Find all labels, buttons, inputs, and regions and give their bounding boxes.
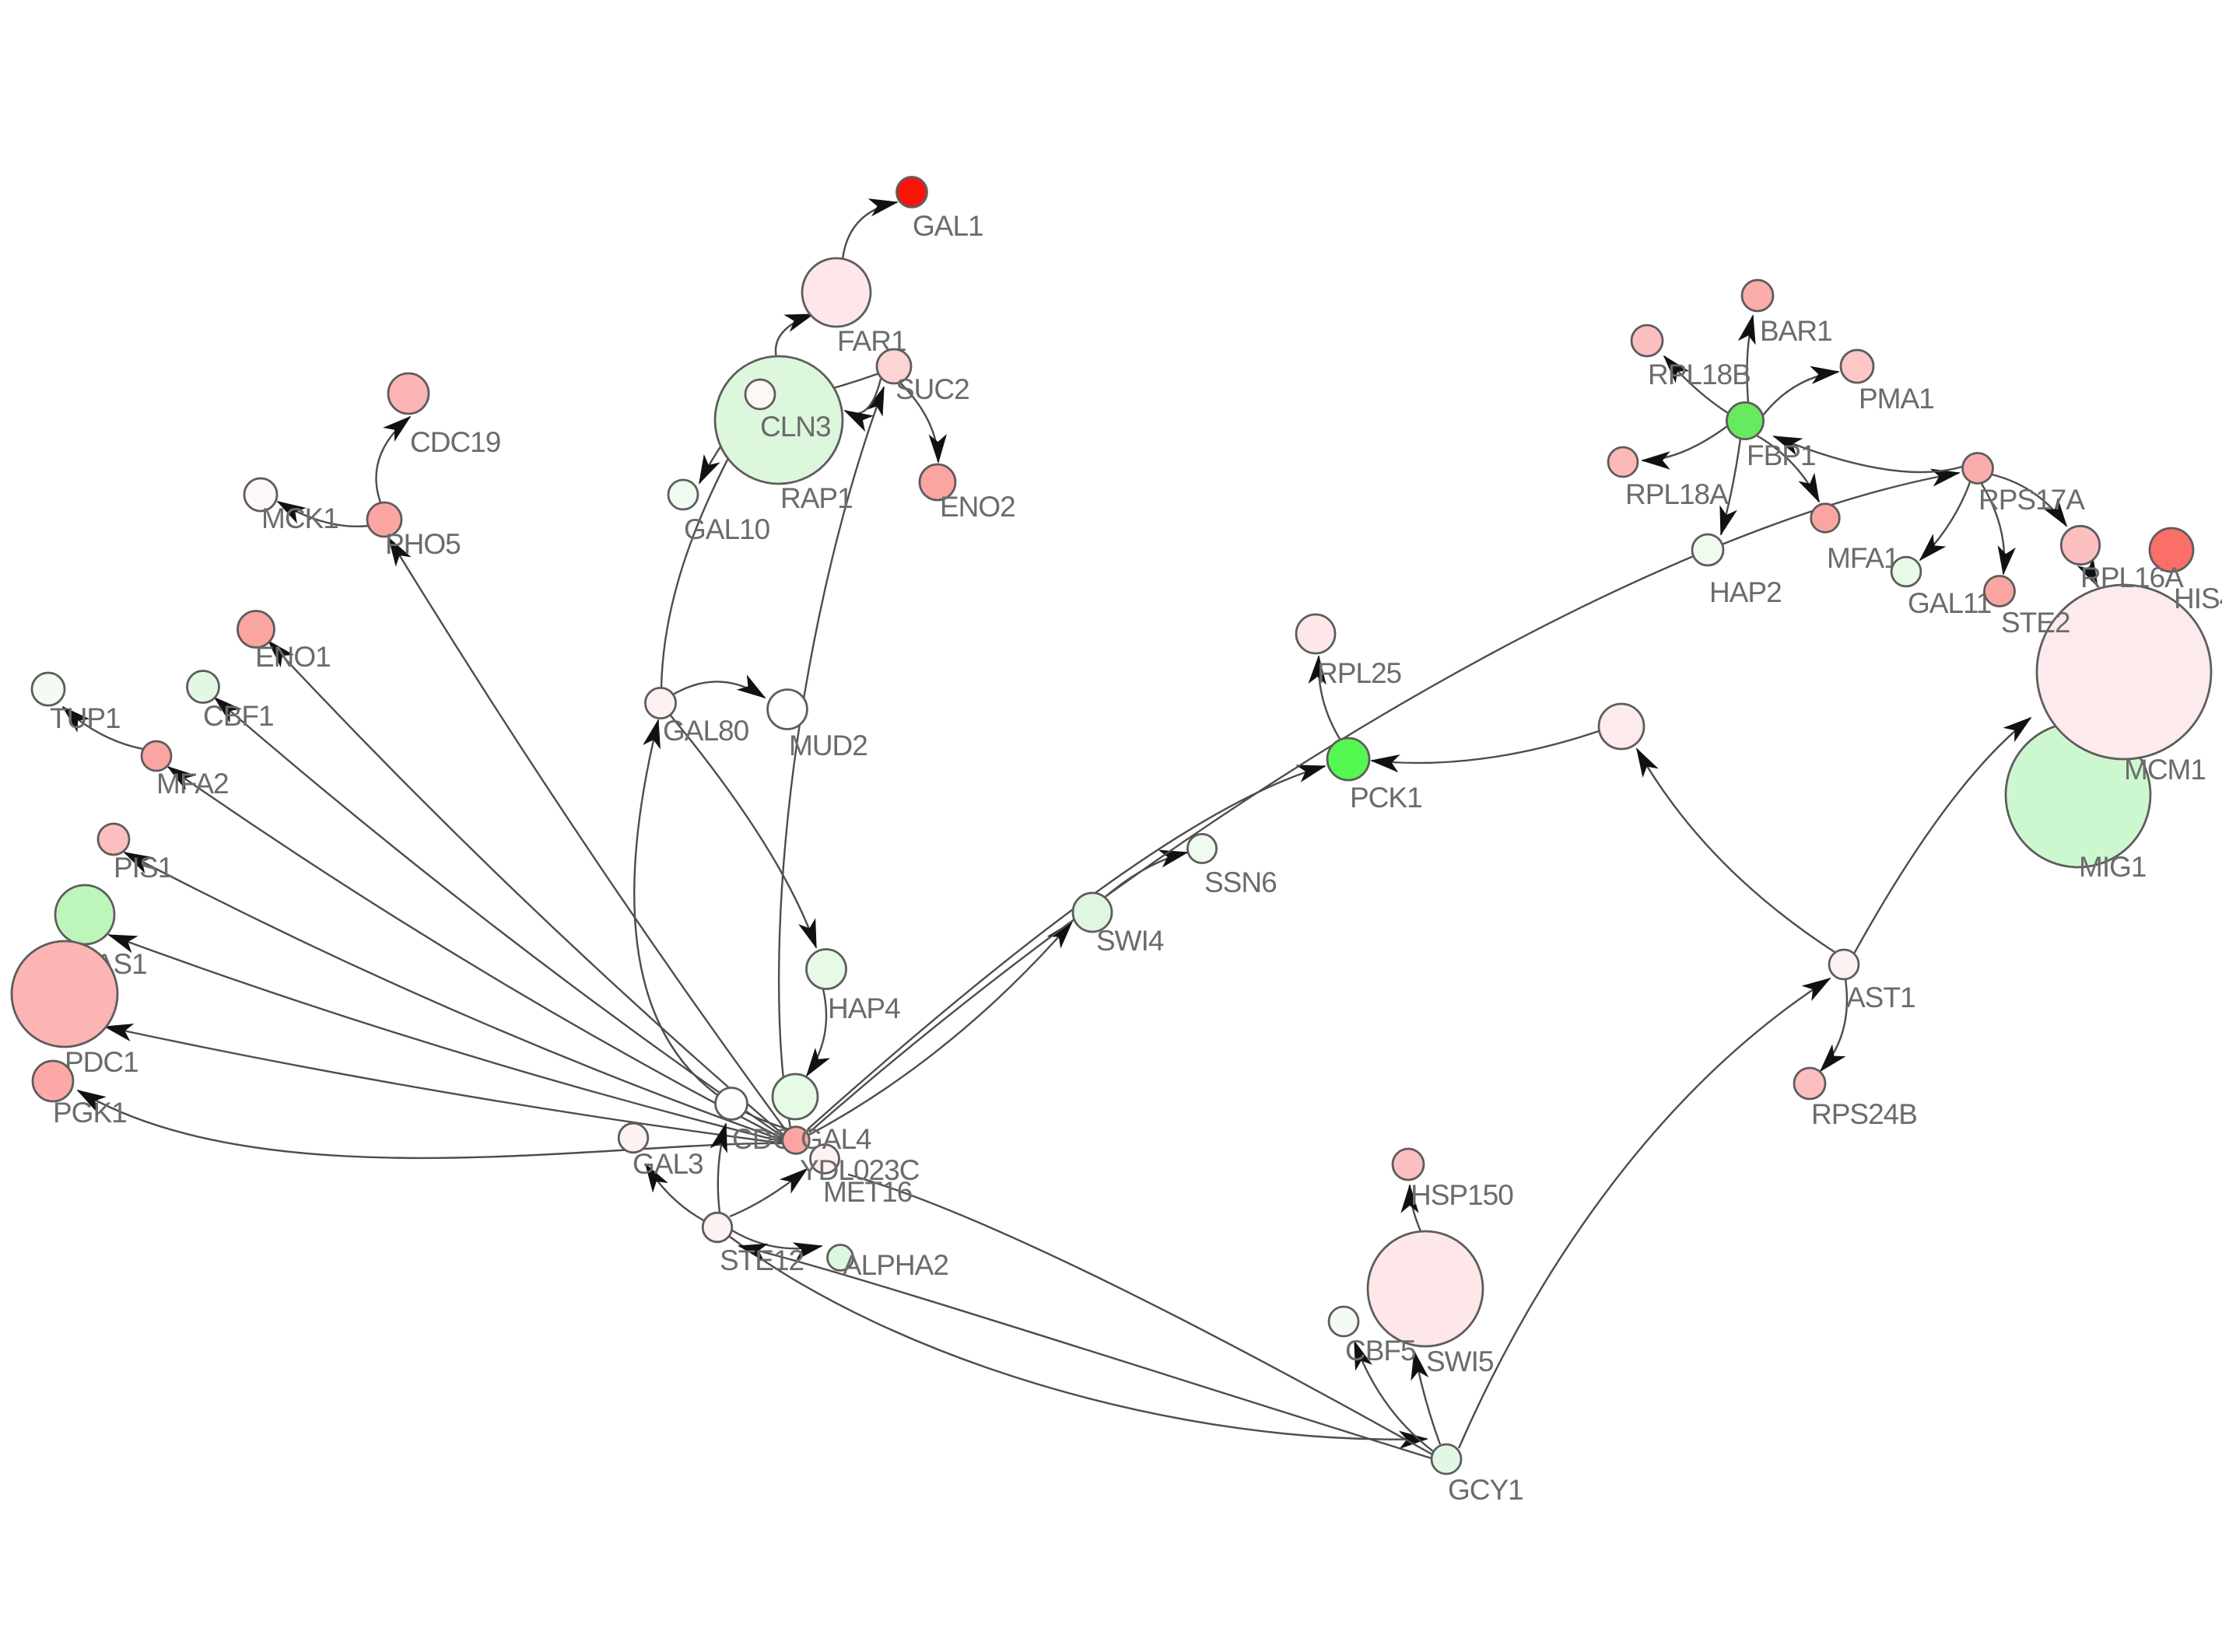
svg-text:HAP2: HAP2	[1709, 576, 1782, 608]
svg-text:GCY1: GCY1	[1448, 1474, 1523, 1506]
svg-text:HIS4: HIS4	[2174, 583, 2222, 614]
svg-text:ENO1: ENO1	[255, 641, 331, 673]
svg-text:GAL4: GAL4	[801, 1123, 871, 1155]
svg-text:PGK1: PGK1	[53, 1097, 127, 1129]
svg-text:CBF5: CBF5	[1345, 1335, 1416, 1367]
svg-text:PDC1: PDC1	[65, 1046, 138, 1078]
svg-text:ENO2: ENO2	[940, 491, 1015, 523]
svg-text:SUC2: SUC2	[895, 373, 969, 405]
svg-text:GAL10: GAL10	[684, 513, 770, 545]
svg-text:RPL25: RPL25	[1317, 657, 1402, 689]
svg-text:TUP1: TUP1	[50, 702, 121, 734]
svg-text:RAP1: RAP1	[780, 482, 853, 514]
svg-text:MFA1: MFA1	[1827, 542, 1899, 574]
svg-text:GAL3: GAL3	[633, 1148, 703, 1180]
svg-text:ALPHA2: ALPHA2	[843, 1249, 948, 1281]
svg-text:GAL80: GAL80	[663, 715, 749, 747]
svg-text:SWI5: SWI5	[1426, 1346, 1494, 1377]
svg-text:HAP4: HAP4	[828, 992, 900, 1024]
svg-text:STE2: STE2	[2001, 607, 2070, 639]
svg-text:HSP150: HSP150	[1411, 1179, 1513, 1211]
svg-text:FBP1: FBP1	[1747, 439, 1816, 471]
svg-text:MCM1: MCM1	[2124, 754, 2206, 786]
svg-text:SSN6: SSN6	[1204, 866, 1277, 898]
svg-text:CLN3: CLN3	[760, 411, 831, 443]
svg-text:MET16: MET16	[823, 1176, 912, 1208]
svg-text:MCK1: MCK1	[261, 502, 338, 534]
svg-text:RPL18A: RPL18A	[1625, 478, 1729, 510]
svg-text:RPS24B: RPS24B	[1811, 1098, 1917, 1130]
svg-text:PHO5: PHO5	[385, 528, 461, 560]
svg-text:YDL023C: YDL023C	[800, 1154, 920, 1186]
svg-text:RPL16A: RPL16A	[2080, 562, 2184, 593]
svg-text:BAR1: BAR1	[1760, 315, 1832, 347]
svg-text:GAL1: GAL1	[913, 210, 983, 242]
svg-text:AST1: AST1	[1846, 982, 1915, 1013]
svg-text:RPL18B: RPL18B	[1648, 359, 1751, 390]
svg-text:GAL11: GAL11	[1908, 587, 1991, 619]
svg-text:STE12: STE12	[720, 1244, 804, 1276]
svg-text:CDC19: CDC19	[410, 426, 500, 458]
svg-text:PCK1: PCK1	[1350, 782, 1422, 814]
svg-text:SWI4: SWI4	[1096, 925, 1164, 957]
svg-text:MUD2: MUD2	[789, 730, 867, 761]
svg-text:CBF1: CBF1	[203, 700, 274, 732]
svg-text:PIS1: PIS1	[114, 852, 173, 884]
svg-text:PMA1: PMA1	[1859, 383, 1934, 415]
svg-text:RPS17A: RPS17A	[1978, 484, 2085, 516]
svg-text:MFA2: MFA2	[156, 768, 229, 800]
svg-text:MIG1: MIG1	[2079, 851, 2146, 883]
